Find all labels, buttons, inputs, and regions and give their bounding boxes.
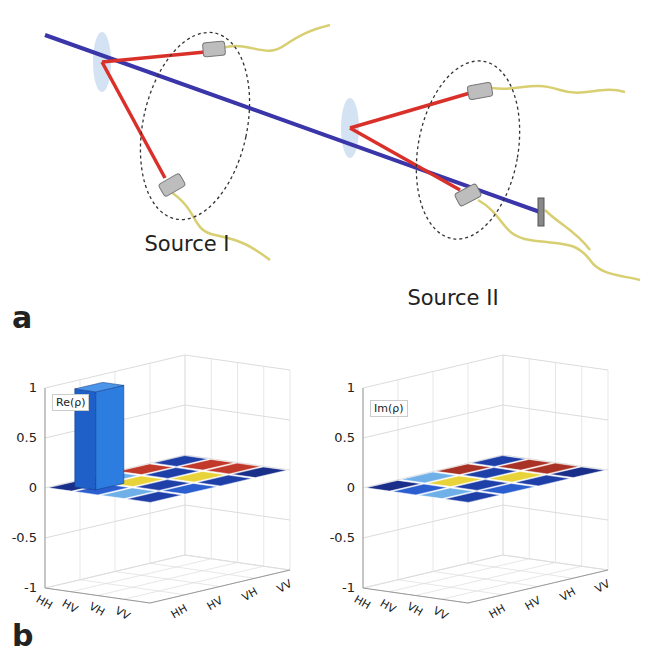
source-label: Source II (378, 286, 528, 310)
tick-label: -1 (342, 580, 355, 595)
source-region: Source I (112, 28, 262, 256)
tick-label: 0 (347, 480, 355, 495)
axis-label: VH (87, 600, 107, 619)
source-label: Source I (112, 232, 262, 256)
tick-label: 1 (29, 380, 37, 395)
tick-label: 1 (347, 380, 355, 395)
tick-label: -1 (24, 580, 37, 595)
matrix-title: Im(ρ) (370, 400, 408, 417)
axis-label: HV (522, 594, 542, 613)
axis-label: HH (487, 602, 508, 622)
axis-label: VH (557, 585, 577, 604)
source-region: Source II (378, 58, 528, 310)
axis-label: VV (275, 577, 295, 596)
axis-label: VV (431, 604, 451, 623)
dashed-ellipse (378, 58, 528, 310)
panel-letter: a (12, 300, 32, 335)
axis-label: VV (593, 577, 613, 596)
tick-label: -0.5 (12, 530, 37, 545)
axis-label: VH (239, 585, 259, 604)
axis-label: VH (405, 600, 425, 619)
axis-label: HH (169, 602, 190, 622)
tick-label: -0.5 (330, 530, 355, 545)
tick-label: 0.5 (334, 430, 355, 445)
tick-label: 0 (29, 480, 37, 495)
axis-label: HH (34, 593, 55, 613)
matrix-title: Re(ρ) (52, 394, 89, 411)
panel-letter: b (12, 618, 33, 653)
axis-label: HV (60, 597, 80, 616)
axis-label: VV (113, 604, 133, 623)
axis-label: HV (378, 597, 398, 616)
tick-label: 0.5 (16, 430, 37, 445)
axis-label: HV (204, 594, 224, 613)
axis-label: HH (352, 593, 373, 613)
dashed-ellipse (112, 28, 262, 256)
